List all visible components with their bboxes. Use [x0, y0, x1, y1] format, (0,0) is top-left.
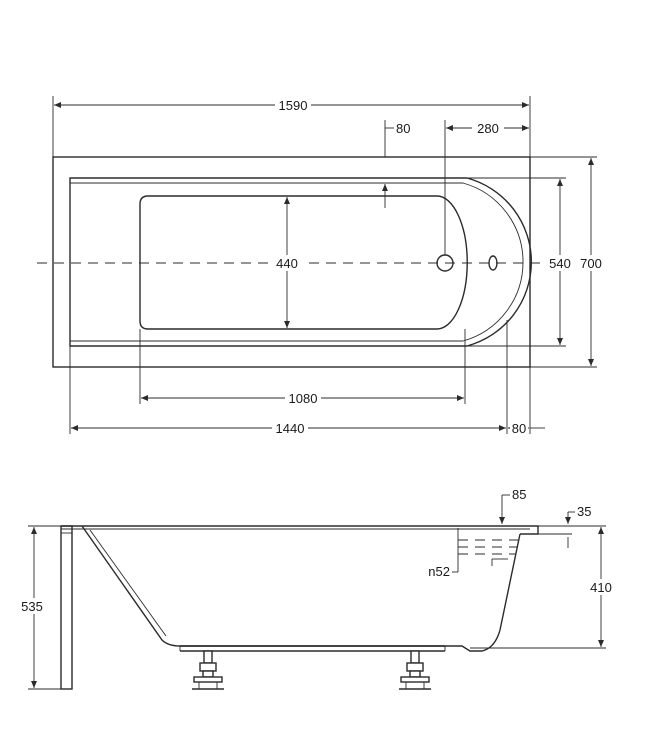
dim-total-height: 535 — [21, 599, 43, 614]
tub-body — [81, 525, 521, 652]
basin-bottom — [139, 195, 468, 330]
dim-overall-width: 700 — [580, 256, 602, 271]
dim-overflow-height: 85 — [512, 487, 526, 502]
outer-rim — [52, 156, 531, 368]
inner-basin-edge — [70, 182, 524, 342]
tub-inner-line — [89, 529, 167, 637]
right-foot — [399, 650, 431, 690]
top-view: 1590 80 280 440 540 700 1080 1440 — [37, 96, 606, 436]
side-view: 535 410 85 35 n52 — [18, 487, 616, 690]
dim-inner-width: 440 — [276, 256, 298, 271]
dim-rim-width: 80 — [512, 421, 526, 436]
front-panel — [60, 525, 73, 690]
dim-inner-depth: 540 — [549, 256, 571, 271]
side-rim — [61, 525, 539, 535]
dim-rim-thickness: 35 — [577, 504, 591, 519]
dim-drain-offset: 280 — [477, 121, 499, 136]
dim-bottom-length: 1080 — [289, 391, 318, 406]
overflow-ellipse — [488, 255, 498, 271]
inner-basin-outline — [69, 177, 533, 347]
dim-overflow-offset: 80 — [396, 121, 410, 136]
dim-drain-diameter: n52 — [428, 564, 450, 579]
left-foot — [192, 650, 224, 690]
dim-tub-depth: 410 — [590, 580, 612, 595]
dim-inner-length: 1440 — [276, 421, 305, 436]
dim-overall-length: 1590 — [279, 98, 308, 113]
